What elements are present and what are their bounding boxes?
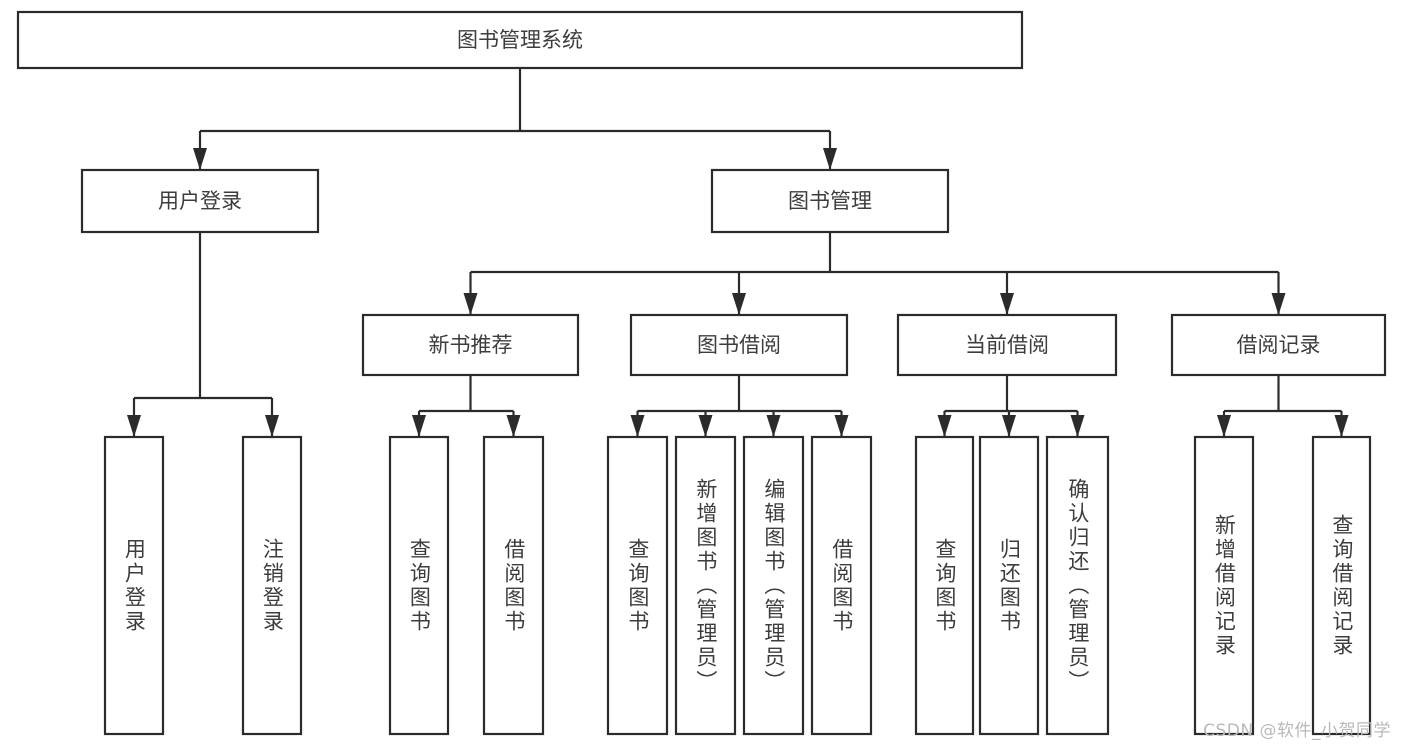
node-label-user-login: 用户登录 [158, 189, 242, 213]
arrow-head-icon-leaf-borrow-book-rec [506, 415, 521, 437]
node-leaf-user-login[interactable] [103, 435, 165, 736]
arrow-head-icon-leaf-query-book-rec [412, 415, 426, 437]
node-user-login[interactable] [80, 168, 320, 234]
node-book-manage[interactable] [710, 168, 950, 234]
arrow-head-icon-leaf-add-record [1217, 415, 1231, 437]
node-leaf-add-book[interactable] [674, 435, 737, 736]
arrow-head-icon-book-borrow [732, 293, 746, 315]
node-leaf-query-book-rec[interactable] [388, 435, 450, 736]
node-leaf-user-logout[interactable] [241, 435, 303, 736]
node-leaf-add-record[interactable] [1193, 435, 1255, 736]
node-current-borrow[interactable] [896, 313, 1118, 377]
arrow-head-icon-borrow-record [1271, 293, 1286, 315]
arrow-head-icon-leaf-borrow-book [834, 415, 849, 437]
node-label-book-borrow: 图书借阅 [697, 333, 781, 357]
nodes-layer [16, 10, 1387, 736]
arrow-head-icon-leaf-return-book [1002, 415, 1016, 437]
node-new-book-rec[interactable] [361, 313, 580, 377]
node-leaf-borrow-book-rec[interactable] [482, 435, 545, 736]
node-leaf-query-book-cur[interactable] [914, 435, 975, 736]
node-leaf-return-book[interactable] [978, 435, 1040, 736]
node-leaf-query-book-borrow[interactable] [606, 435, 669, 736]
arrow-head-icon-book-manage [823, 148, 837, 170]
arrow-head-icon-new-book-rec [463, 293, 478, 315]
arrow-head-icon-leaf-query-record [1334, 415, 1349, 437]
node-label-book-manage: 图书管理 [788, 189, 872, 213]
node-leaf-edit-book[interactable] [742, 435, 805, 736]
node-label-borrow-record: 借阅记录 [1237, 333, 1321, 357]
watermark-text: CSDN @软件_小贺同学 [1203, 721, 1391, 741]
node-leaf-query-record[interactable] [1311, 435, 1372, 736]
arrow-head-icon-leaf-user-logout [265, 415, 279, 437]
connectors-layer [127, 68, 1349, 437]
node-borrow-record[interactable] [1170, 313, 1387, 377]
arrow-head-icon-user-login [193, 148, 207, 170]
arrow-head-icon-leaf-query-book-borrow [630, 415, 645, 437]
node-leaf-borrow-book[interactable] [810, 435, 873, 736]
node-book-borrow[interactable] [629, 313, 849, 377]
arrow-head-icon-leaf-query-book-cur [937, 415, 952, 437]
arrow-head-icon-leaf-user-login [127, 415, 141, 437]
node-label-root: 图书管理系统 [457, 28, 583, 52]
node-leaf-confirm-return[interactable] [1045, 435, 1110, 736]
arrow-head-icon-leaf-add-book [698, 415, 713, 437]
node-label-current-borrow: 当前借阅 [965, 333, 1049, 357]
arrow-head-icon-leaf-confirm-return [1070, 415, 1085, 437]
arrow-head-icon-leaf-edit-book [766, 415, 781, 437]
arrow-head-icon-current-borrow [1000, 293, 1014, 315]
node-root[interactable] [16, 10, 1024, 70]
node-label-new-book-rec: 新书推荐 [429, 333, 513, 357]
